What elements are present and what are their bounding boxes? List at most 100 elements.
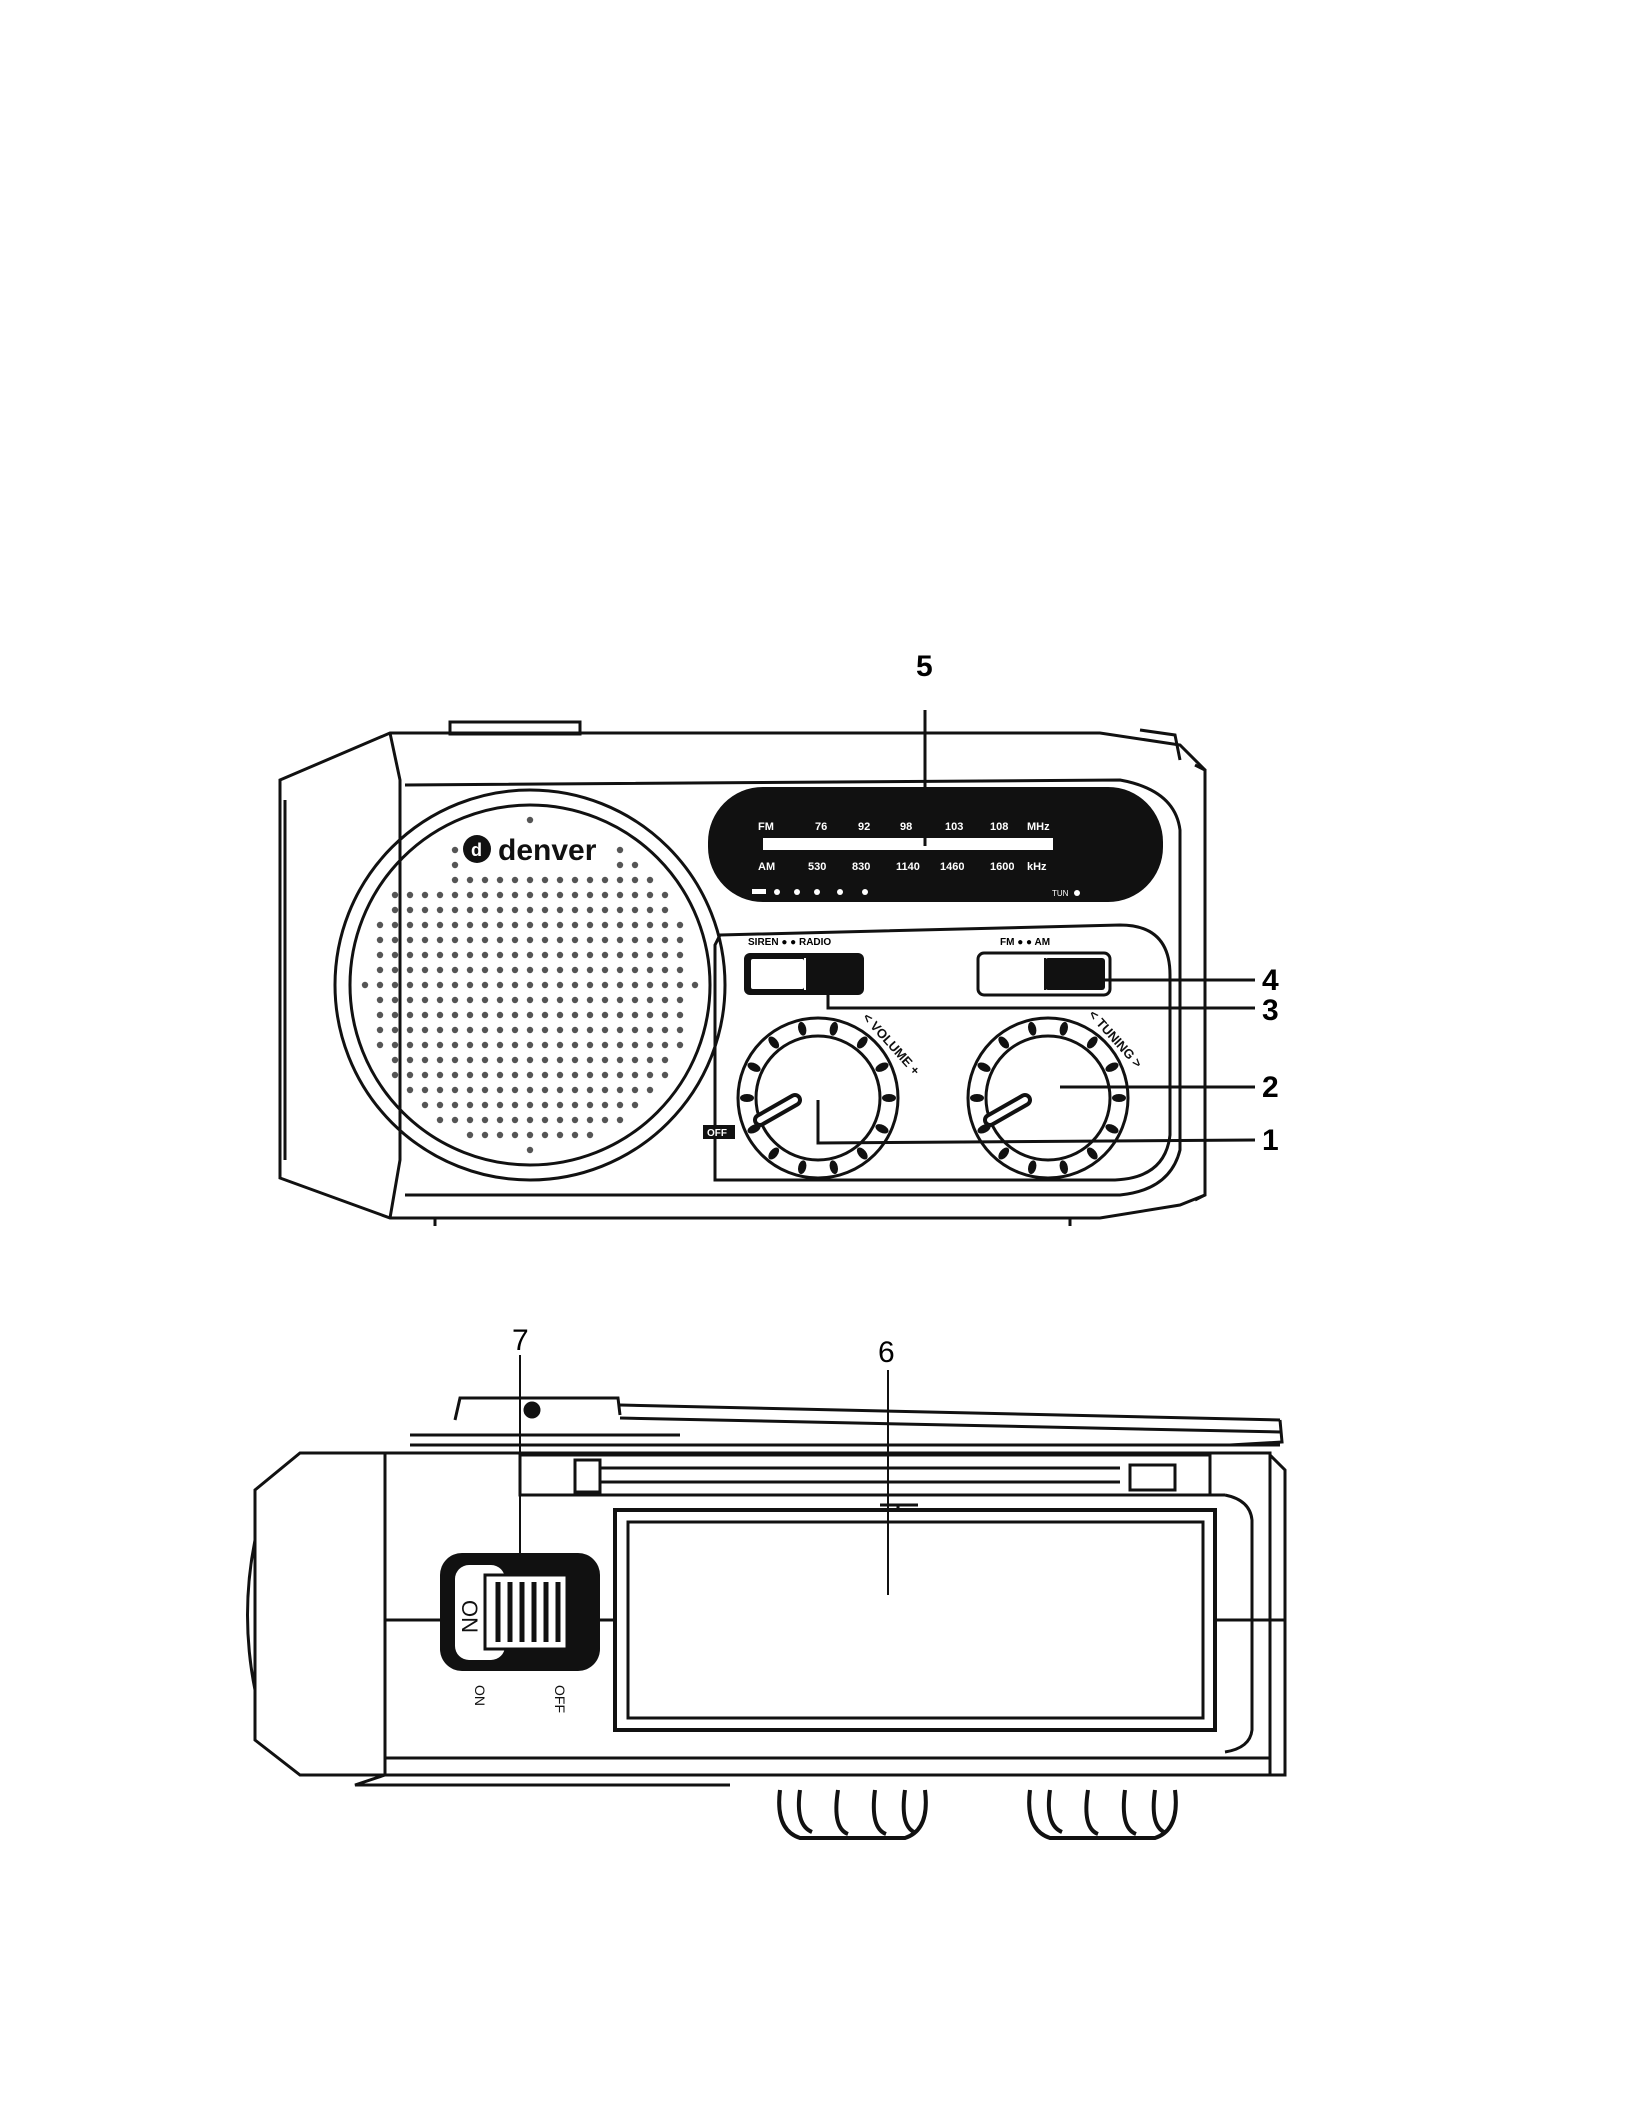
speaker-hole [527, 1012, 533, 1018]
fm-label: FM [758, 821, 774, 833]
callout-2: 2 [1262, 1071, 1279, 1104]
speaker-hole [482, 1027, 488, 1033]
speaker-hole [467, 997, 473, 1003]
speaker-hole [662, 1057, 668, 1063]
speaker-hole [437, 937, 443, 943]
speaker-hole [452, 1117, 458, 1123]
siren-radio-label: SIREN ● ● RADIO [748, 937, 831, 948]
speaker-hole [632, 922, 638, 928]
speaker-hole [587, 922, 593, 928]
speaker-hole [482, 982, 488, 988]
speaker-hole [407, 937, 413, 943]
speaker-hole [662, 997, 668, 1003]
speaker-hole [647, 877, 653, 883]
siren-radio-switch: SIREN ● ● RADIO [744, 937, 864, 995]
speaker-hole [467, 892, 473, 898]
radio-top-view [248, 1398, 1286, 1785]
speaker-hole [662, 1042, 668, 1048]
speaker-hole [557, 892, 563, 898]
speaker-hole [512, 952, 518, 958]
speaker-hole [452, 907, 458, 913]
knob-notch [746, 1061, 762, 1074]
speaker-hole [587, 1027, 593, 1033]
speaker-hole [632, 1072, 638, 1078]
speaker-hole [632, 862, 638, 868]
speaker-hole [617, 1072, 623, 1078]
speaker-hole [392, 922, 398, 928]
speaker-hole [557, 952, 563, 958]
speaker-hole [587, 1117, 593, 1123]
brand-logo: d denver [463, 834, 597, 867]
speaker-hole [422, 1072, 428, 1078]
speaker-hole [527, 1147, 533, 1153]
speaker-hole [587, 982, 593, 988]
speaker-hole [572, 922, 578, 928]
speaker-hole [632, 877, 638, 883]
speaker-hole [557, 1132, 563, 1138]
speaker-hole [617, 967, 623, 973]
speaker-hole [527, 907, 533, 913]
speaker-hole [482, 877, 488, 883]
speaker-hole [557, 877, 563, 883]
speaker-hole [602, 937, 608, 943]
speaker-hole [497, 937, 503, 943]
speaker-hole [437, 1072, 443, 1078]
speaker-hole [422, 997, 428, 1003]
speaker-hole [437, 952, 443, 958]
speaker-hole [557, 1072, 563, 1078]
fm-unit: MHz [1027, 821, 1050, 833]
speaker-hole [467, 952, 473, 958]
speaker-hole [542, 1057, 548, 1063]
speaker-hole [662, 967, 668, 973]
speaker-hole [497, 922, 503, 928]
speaker-hole [452, 847, 458, 853]
speaker-hole [587, 952, 593, 958]
speaker-hole [572, 1012, 578, 1018]
speaker-hole [512, 892, 518, 898]
speaker-hole [617, 937, 623, 943]
speaker-hole [422, 892, 428, 898]
fm-tick-label: 98 [900, 821, 912, 833]
speaker-hole [437, 1027, 443, 1033]
speaker-hole [392, 997, 398, 1003]
speaker-hole [377, 982, 383, 988]
speaker-hole [617, 952, 623, 958]
speaker-hole [542, 1102, 548, 1108]
speaker-hole [602, 1012, 608, 1018]
speaker-hole [677, 937, 683, 943]
speaker-hole [572, 997, 578, 1003]
speaker-hole [527, 937, 533, 943]
speaker-hole [647, 1072, 653, 1078]
knob-notch [874, 1122, 890, 1135]
speaker-hole [467, 877, 473, 883]
speaker-hole [392, 892, 398, 898]
speaker-hole [662, 1012, 668, 1018]
speaker-hole [602, 1117, 608, 1123]
speaker-hole [407, 997, 413, 1003]
speaker-grille [362, 817, 698, 1153]
knob-bottom-right [1029, 1790, 1176, 1838]
am-tick-label: 830 [852, 861, 870, 873]
speaker-hole [437, 1087, 443, 1093]
speaker-hole [392, 1012, 398, 1018]
speaker-hole [482, 1012, 488, 1018]
speaker-hole [497, 877, 503, 883]
fm-am-switch: FM ● ● AM [978, 937, 1110, 995]
speaker-hole [677, 1012, 683, 1018]
speaker-hole [377, 1042, 383, 1048]
speaker-hole [572, 982, 578, 988]
speaker-hole [557, 937, 563, 943]
speaker-hole [377, 1012, 383, 1018]
speaker-hole [542, 922, 548, 928]
speaker-hole [392, 937, 398, 943]
speaker-hole [542, 982, 548, 988]
speaker-hole [527, 1057, 533, 1063]
speaker-hole [452, 937, 458, 943]
knob-notch [828, 1160, 839, 1175]
speaker-hole [437, 997, 443, 1003]
speaker-hole [557, 1027, 563, 1033]
speaker-hole [512, 982, 518, 988]
speaker-hole [572, 967, 578, 973]
fm-tick-label: 76 [815, 821, 827, 833]
svg-text:d: d [471, 840, 482, 860]
